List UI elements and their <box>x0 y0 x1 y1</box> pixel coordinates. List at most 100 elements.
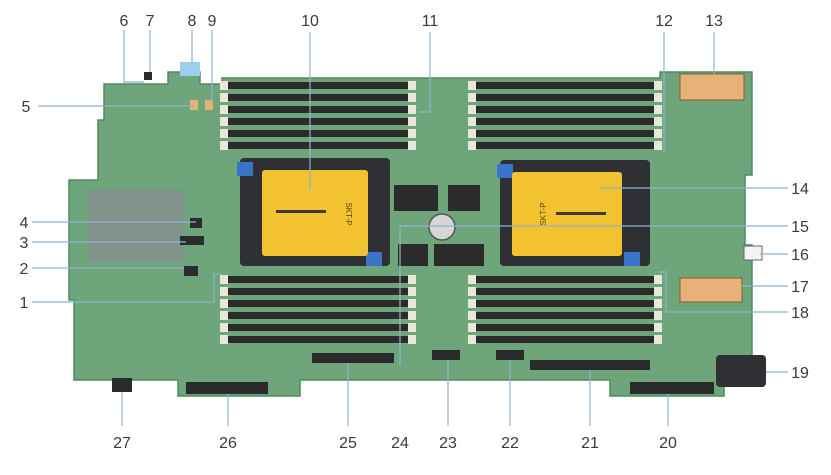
callout-1: 1 <box>20 295 29 312</box>
dimm-latch-right <box>654 93 662 102</box>
dimm-latch-left <box>220 323 228 332</box>
callout-16: 16 <box>791 247 809 264</box>
dimm-latch-right <box>654 335 662 344</box>
dimm-latch-left <box>468 299 476 308</box>
dimm-slot <box>222 300 414 307</box>
dimm-bank-top-right <box>468 81 662 150</box>
dimm-slot <box>222 288 414 295</box>
dimm-bank-bottom-right <box>468 275 662 344</box>
dimm-latch-left <box>468 117 476 126</box>
dimm-slot <box>470 130 660 137</box>
dimm-latch-left <box>220 93 228 102</box>
callout-13: 13 <box>705 13 723 30</box>
dimm-slot <box>470 312 660 319</box>
cpu1-cover-stripe <box>276 210 326 213</box>
dimm-slot <box>470 276 660 283</box>
cpu2-blue-latch-tl <box>497 164 513 178</box>
dimm-latch-right <box>408 81 416 90</box>
dimm-latch-right <box>654 117 662 126</box>
connector-4 <box>190 218 202 228</box>
callout-11: 11 <box>422 13 439 30</box>
dimm-latch-right <box>408 335 416 344</box>
leader-1 <box>32 273 222 303</box>
dimm-latch-left <box>220 275 228 284</box>
dimm-latch-right <box>654 311 662 320</box>
callout-5: 5 <box>22 99 31 116</box>
dimm-slot <box>222 336 414 343</box>
connector-3 <box>180 236 204 245</box>
fan-header-19 <box>716 355 766 387</box>
callout-27: 27 <box>113 435 131 452</box>
dimm-latch-left <box>468 141 476 150</box>
component-block-c <box>398 244 428 266</box>
dimm-slot <box>470 288 660 295</box>
usb-port-8 <box>180 62 200 76</box>
callout-8: 8 <box>188 13 197 30</box>
callout-14: 14 <box>791 181 809 198</box>
component-block-d <box>434 244 484 266</box>
dimm-slot <box>222 324 414 331</box>
dimm-bank-top-left <box>220 81 416 150</box>
power-connector-right <box>679 277 743 303</box>
leader-11 <box>418 32 431 113</box>
riser-slot-bottom-right <box>530 360 650 370</box>
callout-19: 19 <box>791 365 809 382</box>
dimm-latch-right <box>408 93 416 102</box>
callout-2: 2 <box>20 261 29 278</box>
dimm-latch-left <box>220 105 228 114</box>
callout-10: 10 <box>301 13 319 30</box>
small-connector-22 <box>496 350 524 360</box>
dimm-latch-right <box>408 117 416 126</box>
callout-20: 20 <box>659 435 677 452</box>
dimm-slot <box>222 106 414 113</box>
dimm-slot <box>470 118 660 125</box>
cpu2-label: SKT-P <box>539 202 548 225</box>
dimm-latch-left <box>220 141 228 150</box>
dimm-slot <box>470 300 660 307</box>
dimm-latch-left <box>468 93 476 102</box>
heatsink-block <box>88 190 184 262</box>
dimm-latch-left <box>468 81 476 90</box>
dimm-slot <box>470 142 660 149</box>
callout-7: 7 <box>146 13 155 30</box>
dimm-slot <box>470 324 660 331</box>
dimm-slot <box>222 142 414 149</box>
callout-4: 4 <box>20 215 29 232</box>
dimm-latch-left <box>468 275 476 284</box>
dimm-slot <box>222 82 414 89</box>
leader-15-24 <box>399 225 788 366</box>
component-block-a <box>394 185 438 211</box>
dimm-slot <box>222 312 414 319</box>
callout-22: 22 <box>501 435 519 452</box>
dimm-slot <box>470 82 660 89</box>
connector-2 <box>184 266 198 276</box>
cpu1-blue-latch-br <box>366 252 382 266</box>
dimm-latch-left <box>220 117 228 126</box>
coin-battery <box>428 213 456 241</box>
callout-18: 18 <box>791 305 809 322</box>
leader-18 <box>658 271 788 313</box>
callout-17: 17 <box>791 279 809 296</box>
dimm-latch-right <box>408 311 416 320</box>
dimm-latch-right <box>654 275 662 284</box>
leader-6 <box>123 30 144 83</box>
riser-slot-bottom-left <box>312 353 394 363</box>
callout-6: 6 <box>120 13 129 30</box>
jumper-6 <box>144 72 152 80</box>
component-block-b <box>448 185 480 211</box>
dimm-slot <box>470 106 660 113</box>
callout-leader-lines <box>32 30 788 426</box>
callout-15: 15 <box>791 219 809 236</box>
callout-23: 23 <box>439 435 457 452</box>
callout-3: 3 <box>20 235 29 252</box>
dimm-latch-right <box>408 141 416 150</box>
component-16 <box>743 245 763 261</box>
cpu2-blue-latch-br <box>624 252 640 266</box>
dimm-latch-right <box>408 323 416 332</box>
dimm-latch-left <box>220 81 228 90</box>
dimm-slot <box>222 130 414 137</box>
power-connector-top <box>679 73 745 101</box>
dimm-latch-right <box>654 81 662 90</box>
dimm-latch-left <box>220 287 228 296</box>
